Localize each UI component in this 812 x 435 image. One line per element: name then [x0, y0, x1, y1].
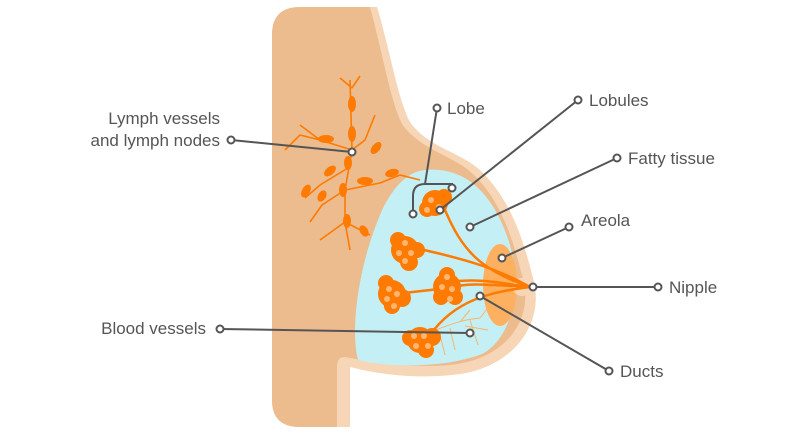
- leader-dots: [215, 95, 663, 376]
- label-ducts: Ducts: [620, 362, 663, 381]
- label-blood-vessels: Blood vessels: [101, 319, 206, 338]
- fatty-tissue: [355, 169, 515, 366]
- label-nipple: Nipple: [669, 278, 717, 297]
- label-lobules: Lobules: [589, 91, 649, 110]
- leader-lines: [219, 99, 658, 372]
- labels: Lymph vessels and lymph nodes Lobe Lobul…: [91, 91, 718, 381]
- label-fatty-tissue: Fatty tissue: [628, 149, 715, 168]
- breast-illustration: [272, 7, 536, 427]
- lymph-vessels-shape: [284, 75, 421, 251]
- label-lymph-line1: Lymph vessels: [108, 109, 220, 128]
- label-lymph-line2: and lymph nodes: [91, 131, 220, 150]
- label-areola: Areola: [581, 211, 631, 230]
- label-lobe: Lobe: [447, 99, 485, 118]
